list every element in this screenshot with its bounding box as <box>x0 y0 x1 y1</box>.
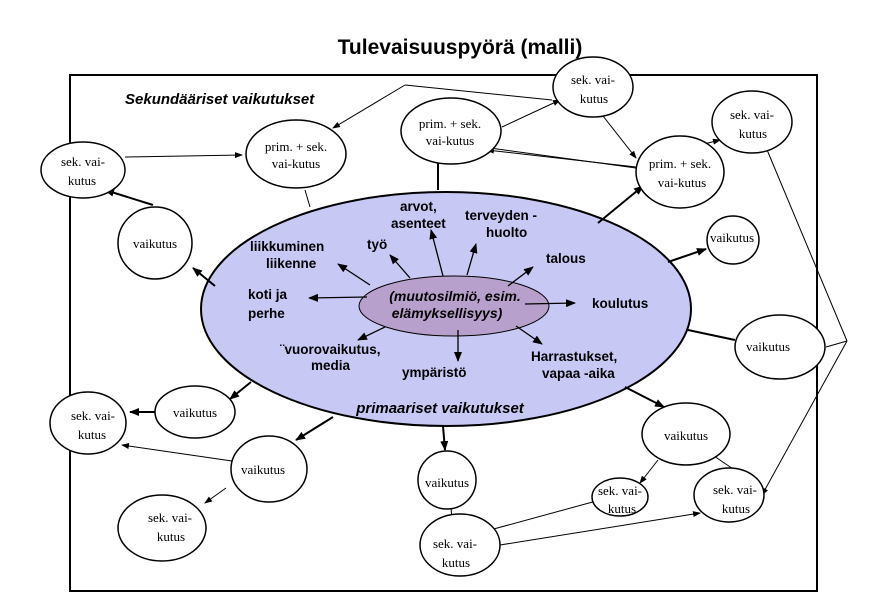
node-vaikutus-bottom: vaikutus <box>425 475 469 490</box>
node-prim-sek-right-line1: prim. + sek. <box>649 156 711 171</box>
center-ellipse <box>358 275 550 337</box>
node-sek-bottom-line1: sek. vai- <box>433 536 477 551</box>
factor-vuorovaikutus-line1: ¨vuorovaikutus, <box>280 342 381 357</box>
factor-koulutus: koulutus <box>592 296 648 311</box>
node-sek-left-bottom-line2: kutus <box>78 427 106 442</box>
node-sek-left-bottom-line1: sek. vai- <box>71 408 115 423</box>
factor-koti-line1: koti ja <box>248 287 288 302</box>
factor-liikkuminen-line2: liikenne <box>266 256 317 271</box>
node-sek-bottom-right-line2: kutus <box>722 501 750 516</box>
center-label-line2: elämyksellisyys) <box>392 305 503 321</box>
factor-arvot-line2: asenteet <box>391 216 446 231</box>
diagram-title: Tulevaisuuspyörä (malli) <box>338 36 583 59</box>
node-sek-bottom-left-line2: kutus <box>157 529 185 544</box>
node-prim-sek-top-line1: prim. + sek. <box>419 116 481 131</box>
effect-node-shapes <box>40 56 826 577</box>
node-vaikutus-right-top: vaikutus <box>710 230 754 245</box>
factor-harrastukset-line2: vapaa -aika <box>542 366 615 381</box>
node-sek-left-top-line1: sek. vai- <box>61 154 105 169</box>
node-prim-sek-top-line2: vai-kutus <box>426 133 474 148</box>
factor-tyo: työ <box>367 237 387 252</box>
secondary-effects-heading: Sekundääriset vaikutukset <box>125 91 315 108</box>
node-vaikutus-left-bottom: vaikutus <box>173 405 217 420</box>
factor-vuorovaikutus-line2: media <box>311 358 351 373</box>
node-sek-top-line2: kutus <box>580 91 608 106</box>
factor-koti-line2: perhe <box>248 306 285 321</box>
node-sek-bottom-left-line1: sek. vai- <box>148 510 192 525</box>
node-vaikutus-right: vaikutus <box>746 339 790 354</box>
factor-ymparisto: ympäristö <box>402 365 467 380</box>
node-vaikutus-bottom-left: vaikutus <box>241 462 285 477</box>
primary-to-effect-arrows <box>192 163 736 451</box>
node-prim-sek-right-line2: vai-kutus <box>658 175 706 190</box>
node-sek-bottom-mid-line2: kutus <box>608 501 636 516</box>
node-prim-sek-left-line2: vai-kutus <box>272 156 320 171</box>
node-vaikutus-bottom-right: vaikutus <box>664 428 708 443</box>
node-sek-left-top-line2: kutus <box>68 173 96 188</box>
node-sek-top-line1: sek. vai- <box>571 72 615 87</box>
factor-liikkuminen-line1: liikkuminen <box>250 239 324 254</box>
factor-talous: talous <box>546 251 586 266</box>
effect-connectors <box>104 84 848 546</box>
center-arrows <box>308 229 576 362</box>
primary-effects-heading: primaariset vaikutukset <box>355 400 525 417</box>
node-sek-bottom-right-line1: sek. vai- <box>713 482 757 497</box>
node-sek-bottom-mid-line1: sek. vai- <box>598 483 642 498</box>
node-sek-bottom-line2: kutus <box>442 555 470 570</box>
node-sek-right-top-line2: kutus <box>739 126 767 141</box>
factor-harrastukset-line1: Harrastukset, <box>531 349 617 364</box>
factor-terveyden-line1: terveyden - <box>465 208 537 223</box>
node-sek-right-top-line1: sek. vai- <box>730 107 774 122</box>
factor-terveyden-line2: huolto <box>486 225 527 240</box>
node-prim-sek-left-line1: prim. + sek. <box>265 139 327 154</box>
factor-arvot-line1: arvot, <box>400 199 437 214</box>
node-vaikutus-left: vaikutus <box>133 236 177 251</box>
center-label-line1: (muutosilmiö, esim. <box>389 288 520 304</box>
